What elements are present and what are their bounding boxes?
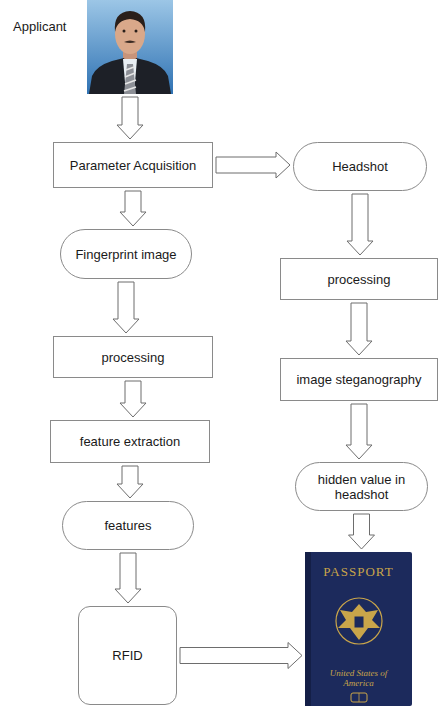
terminal-pill: Fingerprint image	[60, 229, 192, 279]
block-arrow	[120, 381, 146, 417]
passport-chip	[351, 693, 367, 702]
passport-spine	[305, 552, 311, 706]
block-arrow	[180, 643, 302, 669]
block-arrow	[120, 191, 146, 226]
photo-background	[87, 0, 173, 94]
rfid-box: RFID	[78, 606, 177, 705]
process-box: processing	[53, 336, 213, 378]
block-arrow	[346, 404, 372, 459]
node-label: features	[105, 518, 152, 533]
node-label: processing	[102, 350, 165, 365]
photo-eye	[135, 30, 138, 33]
terminal-pill: features	[62, 501, 194, 550]
passport-shield	[354, 616, 364, 628]
passport-cover	[305, 552, 412, 706]
block-arrow	[117, 97, 143, 139]
passport-eagle	[338, 604, 380, 640]
block-arrow	[113, 282, 139, 333]
terminal-pill: Headshot	[293, 142, 427, 191]
node-label: RFID	[112, 648, 142, 663]
node-label: hidden value in headshot	[296, 472, 427, 502]
photo-hair	[115, 11, 145, 32]
block-arrow	[347, 194, 373, 255]
node-label: image steganography	[296, 372, 421, 387]
photo-suit	[89, 58, 171, 94]
node-label: Parameter Acquisition	[70, 158, 196, 173]
block-arrow	[346, 303, 372, 355]
applicant-photo-art	[87, 0, 173, 94]
applicant-photo: Applicant	[87, 0, 173, 94]
photo-eye	[123, 30, 126, 33]
passport-chip-line	[359, 693, 360, 702]
process-box: feature extraction	[50, 420, 210, 463]
node-sublabel: United States of America	[329, 668, 388, 688]
node-label: Headshot	[332, 159, 388, 174]
block-arrow	[115, 553, 141, 603]
node-label: PASSPORT	[305, 564, 412, 580]
node-label: feature extraction	[80, 434, 180, 449]
photo-moustache	[124, 41, 136, 44]
block-arrow	[117, 466, 143, 498]
photo-tie	[124, 64, 136, 94]
photo-tie-stripes	[124, 67, 136, 91]
node-label: processing	[328, 272, 391, 287]
process-box: processing	[280, 258, 438, 300]
process-box: Parameter Acquisition	[53, 142, 213, 188]
passport-art	[305, 552, 412, 706]
process-box: image steganography	[280, 358, 438, 401]
passport-seal	[336, 598, 382, 644]
photo-shirt	[123, 59, 137, 94]
block-arrow	[216, 152, 290, 178]
node-label: Fingerprint image	[75, 247, 176, 262]
block-arrow	[349, 514, 375, 549]
terminal-pill: hidden value in headshot	[295, 462, 428, 511]
node-label: Applicant	[13, 19, 66, 34]
passport-document: PASSPORT United States of America	[305, 552, 412, 706]
